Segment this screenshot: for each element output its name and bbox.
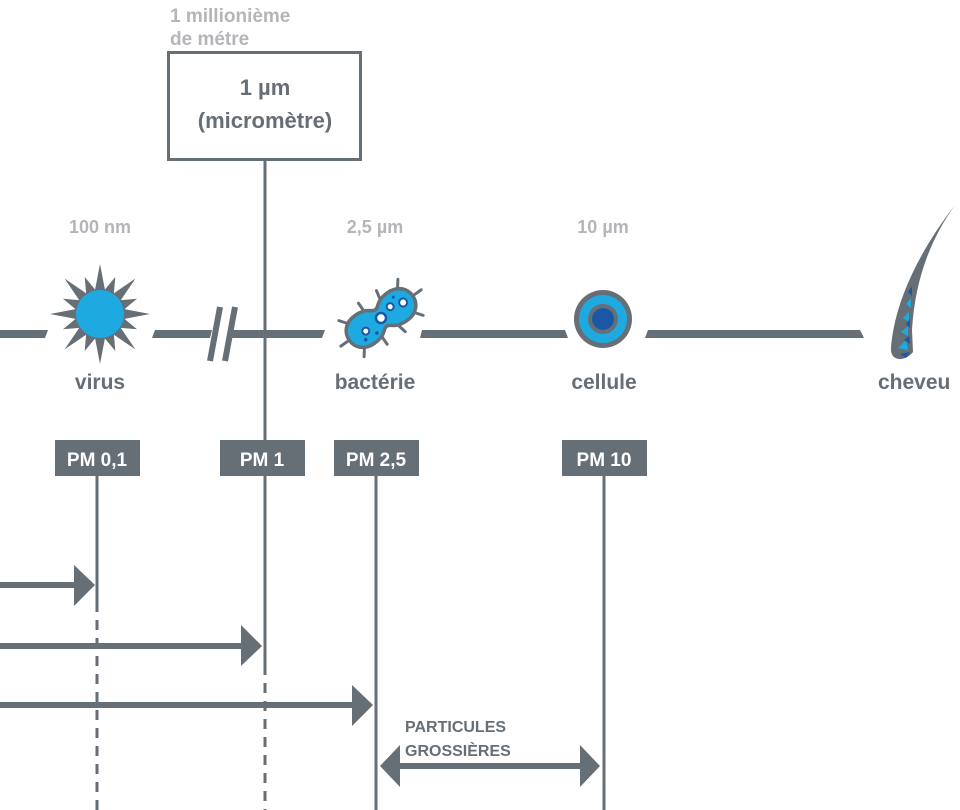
pm-tag-10: PM 10 [562, 440, 647, 476]
cell-icon [574, 290, 632, 348]
pm-tag-label: PM 10 [577, 450, 632, 471]
item-label-cell: cellule [571, 371, 636, 394]
hair-icon [890, 205, 955, 360]
pm-tag-0-1: PM 0,1 [55, 440, 140, 476]
item-label-virus: virus [75, 371, 125, 394]
pm-tag-2-5: PM 2,5 [334, 440, 419, 476]
reference-caption-line2: de métre [170, 29, 249, 50]
axis-segment [228, 330, 325, 338]
size-label-bacteria: 2,5 µm [347, 217, 403, 237]
size-label-virus: 100 nm [69, 217, 131, 237]
axis-segment [0, 330, 48, 338]
scale-break-icon [207, 306, 238, 362]
coarse-particles-label-line1: PARTICULES [405, 719, 506, 736]
axis-segment [152, 330, 212, 338]
axis-segment [645, 330, 864, 338]
scale-axis [0, 330, 864, 338]
pm-tag-label: PM 0,1 [67, 450, 128, 471]
micrometre-box [167, 51, 362, 161]
bacteria-icon [337, 277, 425, 359]
item-label-bacteria: bactérie [335, 371, 416, 394]
item-label-hair: cheveu [878, 371, 950, 394]
micrometre-box-title: 1 µm [240, 75, 291, 100]
pm-tag-1: PM 1 [220, 440, 305, 476]
arrow-to-pm25 [0, 685, 373, 726]
reference-caption-line1: 1 millionième [170, 6, 290, 27]
arrow-to-pm01 [0, 565, 95, 606]
pm-tag-label: PM 2,5 [346, 450, 407, 471]
arrow-to-pm1 [0, 625, 262, 666]
coarse-particles-label-line2: GROSSIÈRES [405, 741, 511, 760]
size-label-cell: 10 µm [577, 217, 628, 237]
micrometre-box-subtitle: (micromètre) [198, 108, 332, 133]
pm-tag-label: PM 1 [240, 450, 285, 471]
coarse-particles-arrow [380, 745, 600, 787]
axis-segment [420, 330, 568, 338]
virus-icon [50, 264, 150, 364]
